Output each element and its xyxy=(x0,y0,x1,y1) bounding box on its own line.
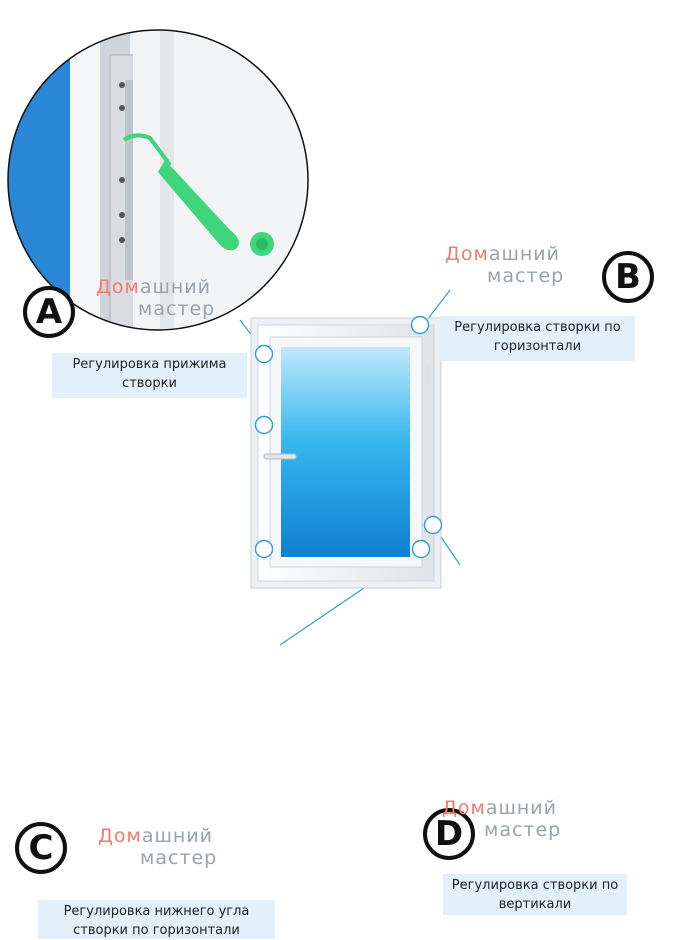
watermark-logo: Домашний мастер xyxy=(96,276,215,320)
watermark-line2: мастер xyxy=(484,819,562,841)
callout-c-letter-badge: C xyxy=(15,822,67,874)
point-marker xyxy=(254,415,274,435)
window-handle xyxy=(263,453,297,460)
window-glass xyxy=(281,347,410,557)
callout-b-caption: Регулировка створки по горизонтали xyxy=(440,316,635,361)
watermark-rest: ашний xyxy=(141,825,213,847)
watermark-highlight: Дом xyxy=(442,797,486,819)
callout-a-caption: Регулировка прижима створки xyxy=(52,353,247,398)
callout-b-letter-badge: B xyxy=(602,251,654,303)
callout-d-caption: Регулировка створки по вертикали xyxy=(443,874,627,915)
point-marker xyxy=(254,344,274,364)
watermark-highlight: Дом xyxy=(98,825,142,847)
watermark-logo: Домашний мастер xyxy=(442,797,561,841)
central-window xyxy=(250,315,443,589)
callout-d-letter-badge: D xyxy=(423,808,475,860)
callout-a-letter-badge: A xyxy=(23,286,75,338)
watermark-highlight: Дом xyxy=(445,243,489,265)
watermark-rest: ашний xyxy=(139,276,211,298)
watermark-logo: Домашний мастер xyxy=(445,243,564,287)
point-marker xyxy=(423,515,443,535)
point-marker xyxy=(410,315,430,335)
watermark-rest: ашний xyxy=(488,243,560,265)
point-marker xyxy=(411,539,431,559)
watermark-line2: мастер xyxy=(487,265,565,287)
watermark-rest: ашний xyxy=(485,797,557,819)
point-marker xyxy=(254,539,274,559)
watermark-line2: мастер xyxy=(140,847,218,869)
callout-c-caption: Регулировка нижнего угла створки по гори… xyxy=(38,900,275,939)
watermark-line2: мастер xyxy=(138,298,216,320)
watermark-logo: Домашний мастер xyxy=(98,825,217,869)
watermark-highlight: Дом xyxy=(96,276,140,298)
